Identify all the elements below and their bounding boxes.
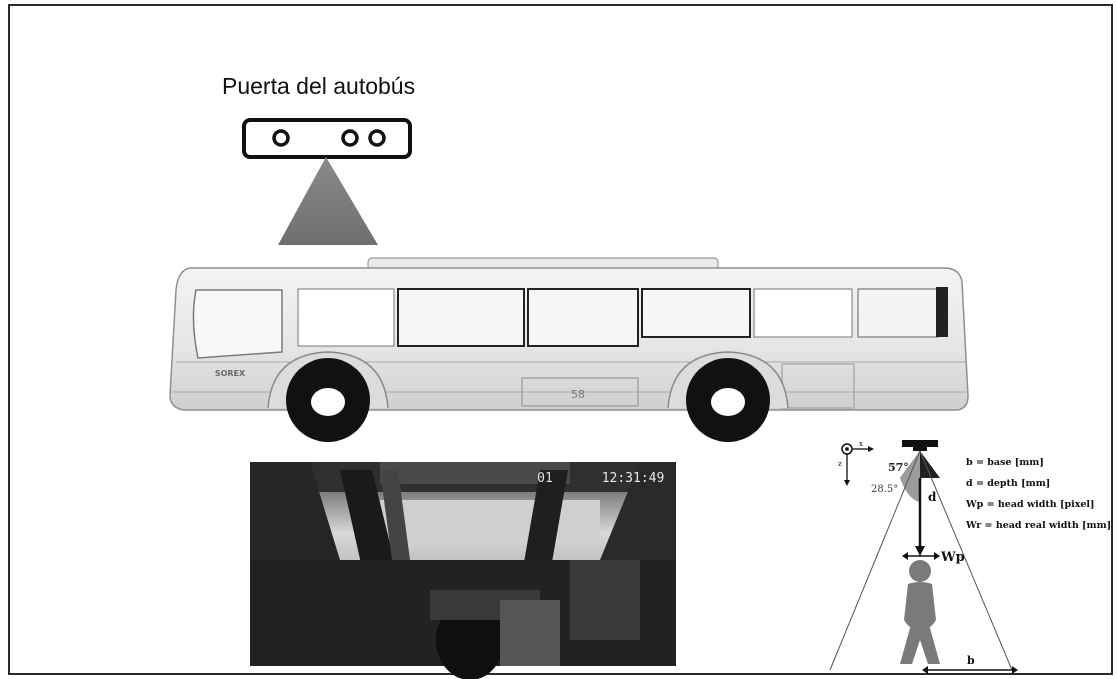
axis-x-label: x: [859, 440, 863, 448]
sensor-bar-icon: [902, 440, 938, 447]
base-symbol: b: [967, 654, 975, 667]
axis-z-label: z: [838, 460, 842, 468]
camera-lens-icon: [272, 129, 290, 147]
camera-view-cone: [278, 157, 378, 245]
stereo-camera-icon: [242, 118, 412, 159]
legend-item-base: b = base [mm]: [966, 457, 1044, 468]
door-label: Puerta del autobús: [222, 73, 416, 99]
camera-date-fragment: 01: [537, 471, 553, 486]
camera-lens-icon: [341, 129, 359, 147]
bus-plate: 58: [571, 388, 585, 401]
bus-illustration: [169, 257, 969, 442]
camera-lens-icon: [368, 129, 386, 147]
bus-logo: SOREX: [215, 369, 246, 378]
variable-legend: b = base [mm] d = depth [mm] Wp = head w…: [966, 452, 1111, 536]
legend-item-head-real-width: Wr = head real width [mm]: [966, 520, 1112, 531]
width-symbol: Wp: [940, 550, 965, 565]
legend-item-head-width: Wp = head width [pixel]: [966, 499, 1095, 510]
geometry-diagram: [829, 440, 1018, 674]
figure-frame: [8, 4, 1113, 675]
depth-symbol: d: [928, 490, 937, 504]
person-icon: [900, 560, 940, 664]
camera-timestamp: 12:31:49: [602, 471, 665, 486]
legend-item-depth: d = depth [mm]: [966, 478, 1051, 489]
camera-frame-photo: [250, 462, 676, 679]
angle-full-label: 57°: [888, 461, 909, 474]
angle-half-label: 28.5°: [871, 484, 898, 495]
